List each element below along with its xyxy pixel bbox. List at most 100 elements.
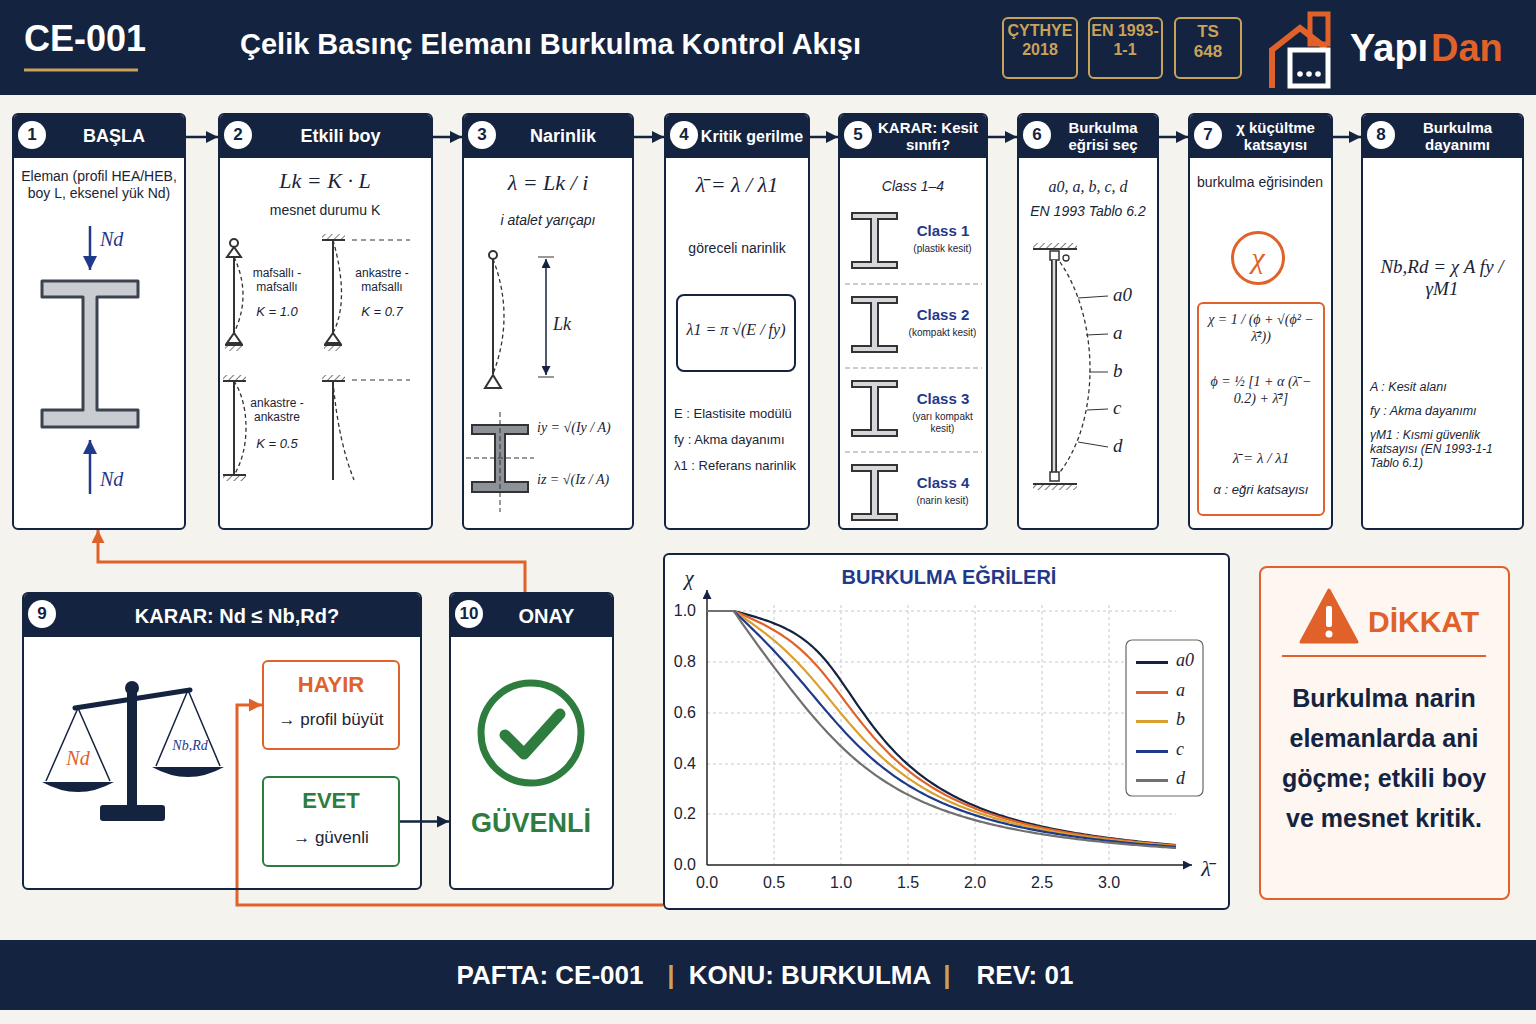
label-text: Nb,Rd = χ A fy / γM1 [1367,256,1517,301]
label-text: BURKULMA EĞRİLERİ [799,566,1099,590]
buckling-column-sketch [1078,442,1108,447]
warning-box: DİKKATBurkulma narin elemanlarda ani göç… [1259,566,1510,900]
title-underline [24,70,138,71]
support-sketch [324,345,342,351]
column-sketch [500,412,501,512]
label-text: Class 1–4 [848,178,978,195]
column-sketch [489,251,497,259]
step-panel: 9KARAR: Nd ≤ Nb,Rd?NdNb,RdHAYIR→ profil … [22,592,422,890]
panel-fill [449,592,614,890]
buckling-column-sketch [1063,255,1069,261]
label-text: 0.0 [664,856,696,875]
chart-grid [1109,605,1110,865]
yes-box: EVET→ güvenli [262,776,400,867]
label-text: iz = √(Iz / A) [537,472,632,489]
label-text: iy = √(Iy / A) [537,420,632,437]
buckling-column-sketch [1051,260,1057,472]
section-class-icon [845,284,982,285]
section-class-icon [845,213,982,520]
section-class-icon [845,368,982,369]
chart-grid [707,605,1176,865]
buckling-column-sketch [1089,372,1108,373]
legend-text: b [1176,709,1200,730]
label-text: α : eğri katsayısı [1202,482,1320,497]
label-text: mesnet durumu K [230,202,420,219]
step-panel: 1BAŞLAEleman (profil HEA/HEB, boy L, eks… [12,113,186,530]
chart-grid [707,814,1176,815]
label-text: 0.5 [757,874,791,893]
chart-grid [707,713,1176,714]
logo-icon [1297,71,1303,77]
label-text: 0.0 [690,874,724,893]
support-sketch [227,247,241,257]
step-number: 5 [844,121,872,149]
label-text: | [937,960,957,991]
support-sketch [352,380,410,381]
flow-connector [1159,136,1188,139]
legend-item: c [1134,739,1198,763]
label-text: Nb,Rd [167,738,213,755]
label-text: a0, a, b, c, d [1023,178,1153,197]
logo-icon [1272,28,1326,88]
label-text: (plastik kesit) [899,243,986,255]
label-text: A : Kesit alanı [1370,380,1518,395]
label-text: 1.5 [891,874,925,893]
chart-grid [707,662,1176,663]
legend-item: a [1134,680,1198,704]
buckling-curve [707,611,1176,848]
label-text: (narin kesit) [899,495,986,507]
section-class-icon [852,297,897,352]
label-text: 0.6 [664,704,696,723]
label-text: PAFTA: CE-001 [445,960,655,991]
chart-grid [774,605,775,865]
label-text: b [1113,360,1147,382]
support-sketch [227,333,241,343]
buckling-column-sketch [1050,472,1059,481]
panel-fill [838,113,988,530]
support-sketch [225,344,243,346]
support-sketch [225,345,243,351]
buckling-curve [707,611,1176,846]
standard-badge: ÇYTHYE 2018 [1002,17,1078,79]
label-text: burkulma eğrisinden [1195,174,1325,191]
buckling-column-sketch [1086,334,1108,335]
support-sketch [333,381,354,480]
flow-connector [634,136,664,139]
step-number: 4 [670,121,698,149]
support-sketch [223,475,246,481]
logo-icon [1272,14,1328,88]
formula-box: λ1 = π √(E / fy) [676,294,796,372]
panel-fill [12,113,186,530]
chart-axis [707,590,1192,865]
logo-icon [1290,50,1328,86]
step-panel: 6Burkulma eğrisi seça0, a, b, c, dEN 199… [1017,113,1159,530]
warning-icon [1282,655,1486,657]
legend-item: d [1134,768,1198,792]
support-sketch [332,381,334,480]
support-sketch [223,474,246,476]
label-text: EVET [266,788,396,814]
label-text: → profil büyüt [266,710,396,730]
step-panel: 7χ küçültme katsayısıburkulma eğrisinden… [1188,113,1333,530]
label-text: Lk [553,314,579,335]
panel-fill [1361,113,1524,530]
support-sketch [233,257,235,333]
symbol-circle: χ [1231,231,1285,285]
label-text: Class 2 [902,306,984,324]
flow-connector [988,136,1017,139]
step-panel: 8Burkulma dayanımıNb,Rd = χ A fy / γM1A … [1361,113,1524,530]
label-text: 2.5 [1025,874,1059,893]
label-text: GÜVENLİ [452,808,610,840]
legend-swatch [1136,750,1168,753]
logo-icon [1306,71,1312,77]
balance-scale [75,690,190,708]
support-sketch [223,375,246,381]
balance-scale [156,690,220,766]
label-text: λ1 = π √(E / fy) [679,321,793,340]
buckling-column-sketch [1050,251,1059,260]
support-sketch [324,344,342,346]
legend-item: b [1134,709,1198,733]
label-text: Dan [1431,26,1521,71]
legend-swatch [1136,779,1168,782]
